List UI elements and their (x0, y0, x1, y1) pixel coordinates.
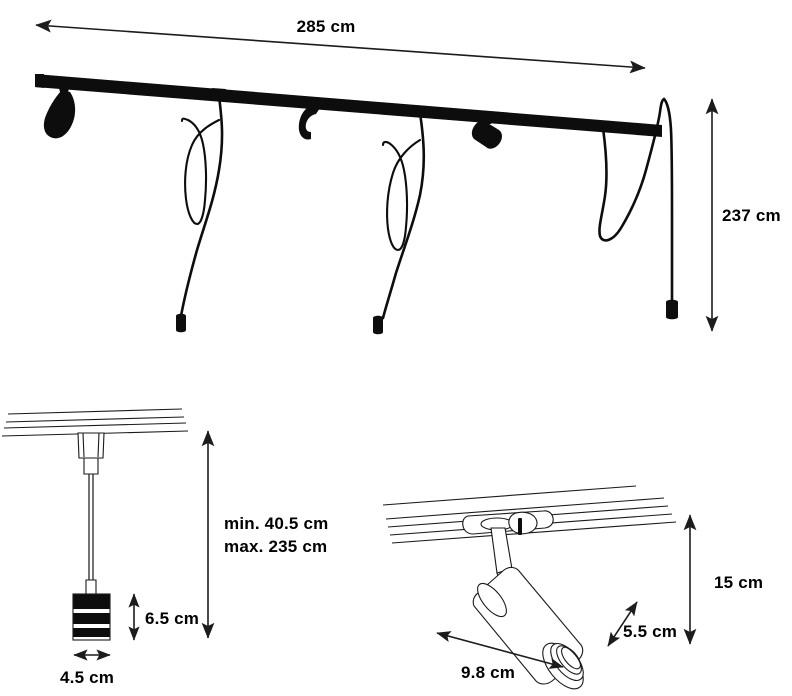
holder-neck (85, 579, 97, 595)
spot-track-line-1 (382, 485, 637, 506)
overview-view (35, 19, 719, 335)
pendant-detail-adapter (77, 432, 105, 475)
track-rail-body (35, 74, 662, 137)
pendant-detail-track (1, 408, 189, 437)
label-track-length: 285 cm (297, 17, 356, 36)
dimension-arrow-285 (35, 19, 646, 74)
track-edge-top (7, 408, 183, 415)
pendant-2-lamp-holder (373, 315, 383, 335)
adapter-inner-left (82, 432, 85, 458)
track-rail-left-cap (35, 74, 44, 88)
label-spot-length: 9.8 cm (461, 663, 515, 682)
adapter-lock-ring (508, 511, 538, 535)
label-spot-height: 15 cm (714, 573, 763, 592)
spotlight-1 (43, 80, 76, 139)
spotlight-1-adapter (57, 80, 71, 92)
label-holder-width: 4.5 cm (60, 668, 114, 687)
spotlight-3 (471, 114, 502, 149)
track-rail (35, 74, 662, 137)
dimension-arrow-5-5 (607, 601, 638, 647)
track-edge-mid-1 (5, 416, 185, 423)
spot-track-line-5 (391, 521, 677, 544)
spotlight-3-head (471, 120, 502, 149)
pendant-detail-holder (72, 579, 111, 641)
spotlight-1-head (43, 90, 76, 139)
dimension-arrow-9-8 (436, 631, 564, 669)
pendant-3-cord-loop (598, 97, 666, 242)
pendant-detail-cable (88, 474, 94, 584)
label-holder-height: 6.5 cm (145, 609, 199, 628)
pendant-2-cord (381, 111, 426, 320)
track-edge-mid-2 (3, 422, 187, 429)
spotlight-2-head (298, 108, 320, 140)
pendant-3-track-adapter (596, 120, 610, 129)
pendant-2-track-adapter (413, 105, 427, 114)
spot-detail-adapter (462, 510, 554, 535)
spotlight-2-adapter (305, 99, 319, 110)
label-drop-height: 237 cm (722, 206, 781, 225)
label-pendant-max: max. 235 cm (224, 537, 327, 556)
pendant-3-lamp-holder (666, 299, 678, 320)
pendant-1-cord-loop (180, 117, 221, 226)
adapter-lock-pin (518, 518, 522, 535)
pendant-lamp-1 (176, 88, 226, 333)
holder-band-3 (73, 637, 110, 640)
adapter-collar (83, 457, 99, 475)
spotlight-2 (298, 99, 320, 140)
adapter-body (77, 432, 105, 459)
label-spot-diameter: 5.5 cm (623, 622, 677, 641)
holder-body (73, 594, 110, 640)
adapter-inner-right (97, 432, 100, 458)
head-rear-cap (477, 582, 507, 618)
holder-outline (72, 593, 111, 641)
pendant-detail-view (1, 408, 215, 661)
holder-band-2 (73, 624, 110, 628)
spot-track-line-2 (385, 497, 665, 520)
pendant-lamp-2 (373, 105, 427, 335)
pendant-1-lamp-holder (176, 313, 186, 333)
label-pendant-min: min. 40.5 cm (224, 514, 328, 533)
pendant-1-cord (179, 94, 224, 318)
dimension-track-length (35, 19, 646, 74)
pendant-2-cord-loop (381, 138, 422, 252)
pendant-lamp-3 (596, 97, 678, 320)
pendant-3-cord (662, 97, 674, 305)
holder-band-1 (73, 609, 110, 613)
pendant-1-track-adapter (212, 88, 226, 97)
spotlight-detail-view (382, 485, 697, 690)
